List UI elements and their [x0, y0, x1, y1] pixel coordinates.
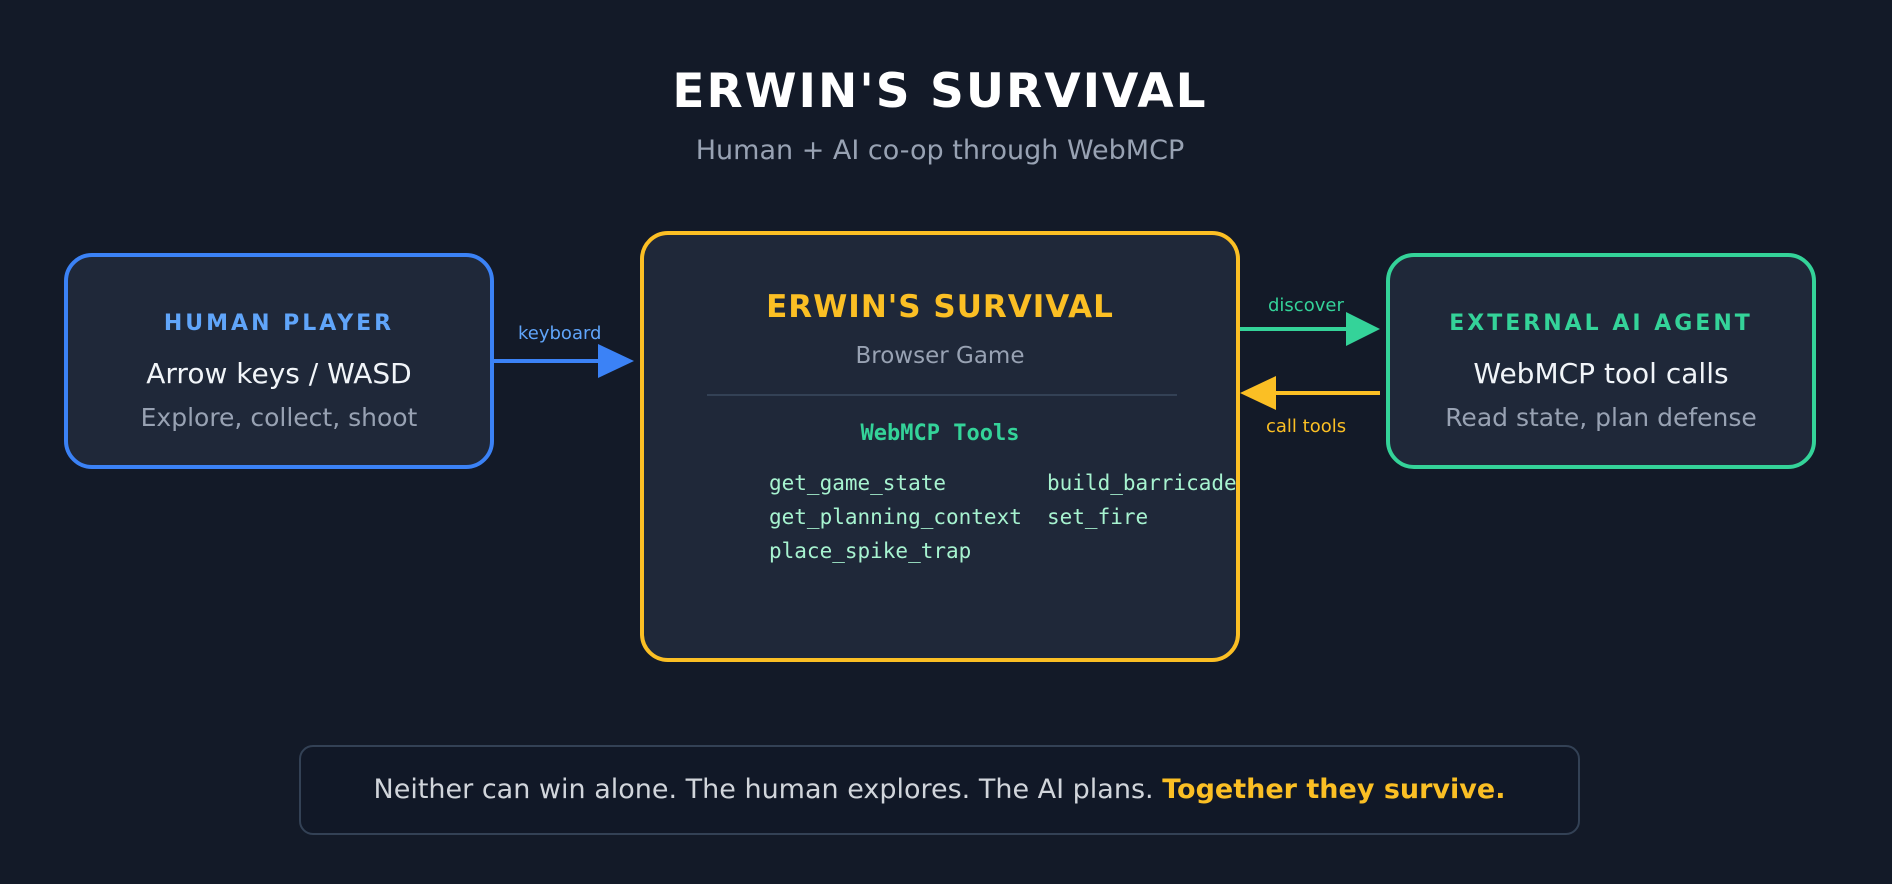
call-tools-arrow — [1240, 376, 1380, 410]
page-title: ERWIN'S SURVIVAL — [672, 64, 1208, 119]
tool-item: get_planning_context — [769, 505, 1022, 529]
game-divider — [707, 394, 1177, 396]
discover-arrow — [1240, 312, 1380, 346]
keyboard-arrow — [494, 344, 634, 378]
keyboard-arrow-label: keyboard — [518, 323, 602, 344]
footer-text: Neither can win alone. The human explore… — [373, 774, 1154, 805]
ai-agent-label: EXTERNAL AI AGENT — [1449, 311, 1753, 336]
game-subtitle: Browser Game — [855, 343, 1025, 369]
game-title: ERWIN'S SURVIVAL — [766, 289, 1114, 325]
game-box: ERWIN'S SURVIVAL Browser Game WebMCP Too… — [640, 231, 1240, 662]
footer-emphasis: Together they survive. — [1162, 774, 1506, 805]
human-player-box: HUMAN PLAYER Arrow keys / WASD Explore, … — [64, 253, 494, 469]
human-player-label: HUMAN PLAYER — [163, 311, 395, 336]
tool-item: build_barricade — [1047, 471, 1237, 495]
tool-item: set_fire — [1047, 505, 1149, 529]
call-tools-arrow-label: call tools — [1266, 416, 1347, 437]
discover-arrow-label: discover — [1268, 295, 1344, 316]
tools-heading: WebMCP Tools — [860, 421, 1020, 446]
tool-item: place_spike_trap — [769, 539, 972, 563]
human-player-description: Explore, collect, shoot — [140, 403, 418, 432]
ai-agent-action: WebMCP tool calls — [1473, 357, 1729, 390]
ai-agent-box: EXTERNAL AI AGENT WebMCP tool calls Read… — [1386, 253, 1816, 469]
ai-agent-description: Read state, plan defense — [1445, 403, 1757, 432]
tool-item: get_game_state — [769, 471, 947, 495]
footer-banner: Neither can win alone. The human explore… — [299, 745, 1580, 835]
human-player-controls: Arrow keys / WASD — [146, 357, 412, 390]
page-subtitle: Human + AI co-op through WebMCP — [695, 135, 1185, 166]
